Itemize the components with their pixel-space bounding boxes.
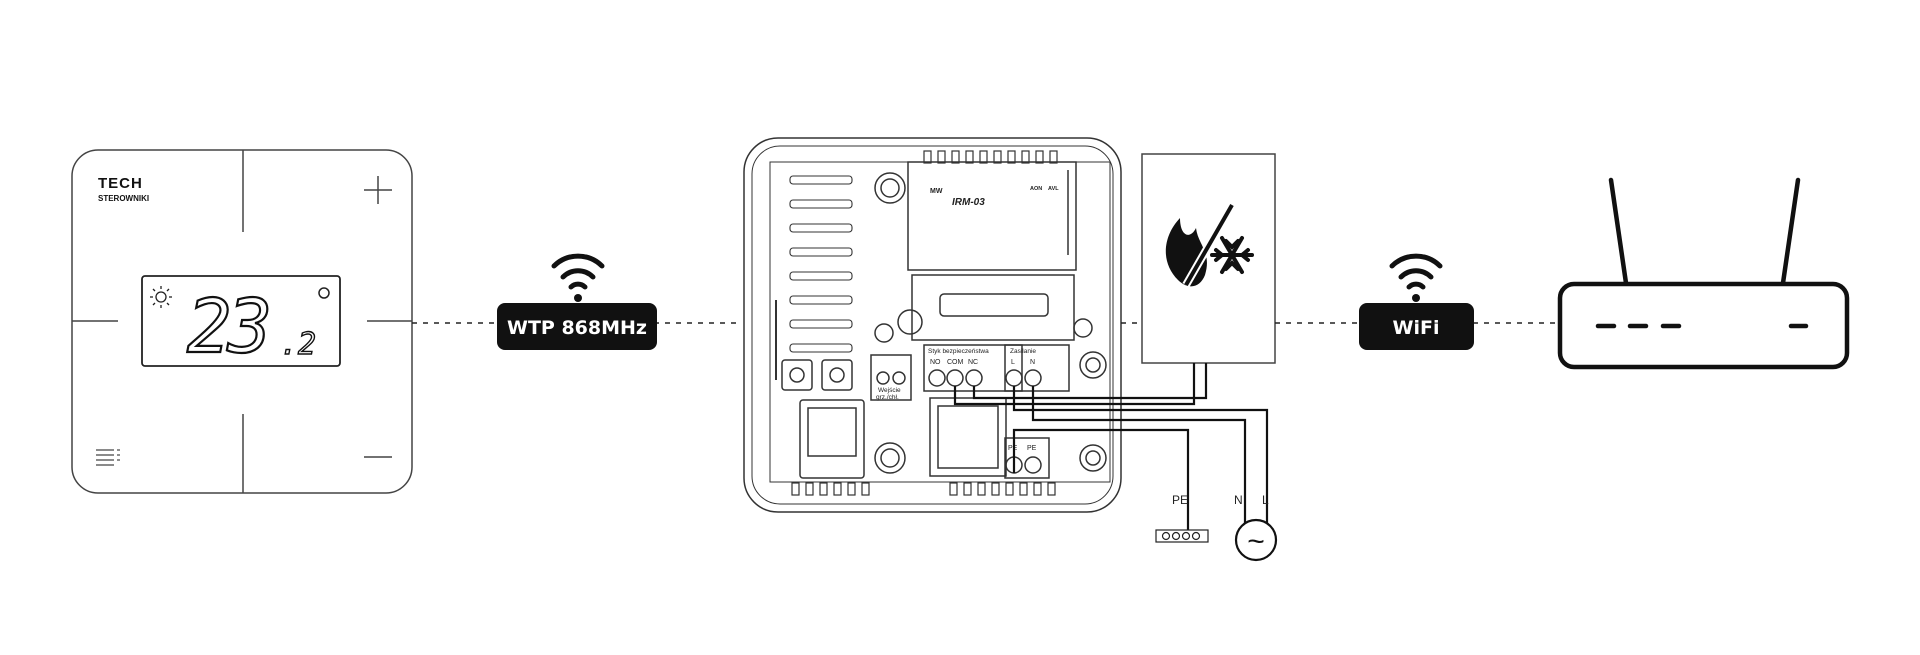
ac-source-icon [1234,518,1278,562]
controller-labels: IRM-03 MW AON AVL Styk bezpieczeństwa NO… [876,186,1059,452]
temperature-value: 23 [187,284,268,370]
wifi-link-badge [1359,303,1474,350]
terminal-no: NO [930,359,941,366]
power-title: Zasilanie [1010,348,1036,355]
terminal-com: COM [947,359,964,366]
radio-link-badge [497,303,657,350]
lcd-display [141,275,341,367]
plus-icon[interactable] [364,176,392,204]
radio-link-label: WTP 868MHz [507,317,647,339]
l-label: L [1262,493,1269,507]
temperature-decimal: .2 [280,327,316,362]
safety-contact-title: Styk bezpieczeństwa [928,348,989,355]
input-label-line1: Wejście [878,387,901,394]
terminal-nc: NC [968,359,978,366]
ac-source-symbol: ~ [1247,525,1265,558]
mains-supply: PE N L ~ [1155,493,1278,562]
heating-cooling-icon [1165,203,1254,287]
menu-icon[interactable] [96,449,120,466]
ground-terminal-icon [1155,529,1209,543]
brand-subtitle: STEROWNIKI [98,194,149,203]
pe-label: PE [1172,493,1188,507]
switch-label-avl: AVL [1048,186,1059,192]
input-label-line2: grz./chł. [876,394,899,401]
wifi-icon [1389,253,1443,302]
wiring [953,363,1269,538]
terminal-l: L [1011,359,1015,366]
controller-model: IRM-03 [952,197,985,208]
heating-cooling-device [1141,153,1276,364]
room-thermostat: TECH STEROWNIKI 23 .2 [71,149,413,494]
wifi-icon [551,253,605,302]
brand-logo: TECH [98,175,143,192]
terminal-pe-1: PE [1008,445,1018,452]
degree-symbol [318,287,330,299]
terminal-pe-2: PE [1027,445,1037,452]
terminal-n: N [1030,359,1035,366]
switch-label-aon: AON [1030,186,1042,192]
wifi-link-label: WiFi [1393,317,1440,339]
controller-marking: MW [930,188,943,195]
router-icon [1557,177,1850,370]
controller-module [743,137,1122,513]
sun-icon [150,286,172,308]
n-label: N [1234,493,1243,507]
